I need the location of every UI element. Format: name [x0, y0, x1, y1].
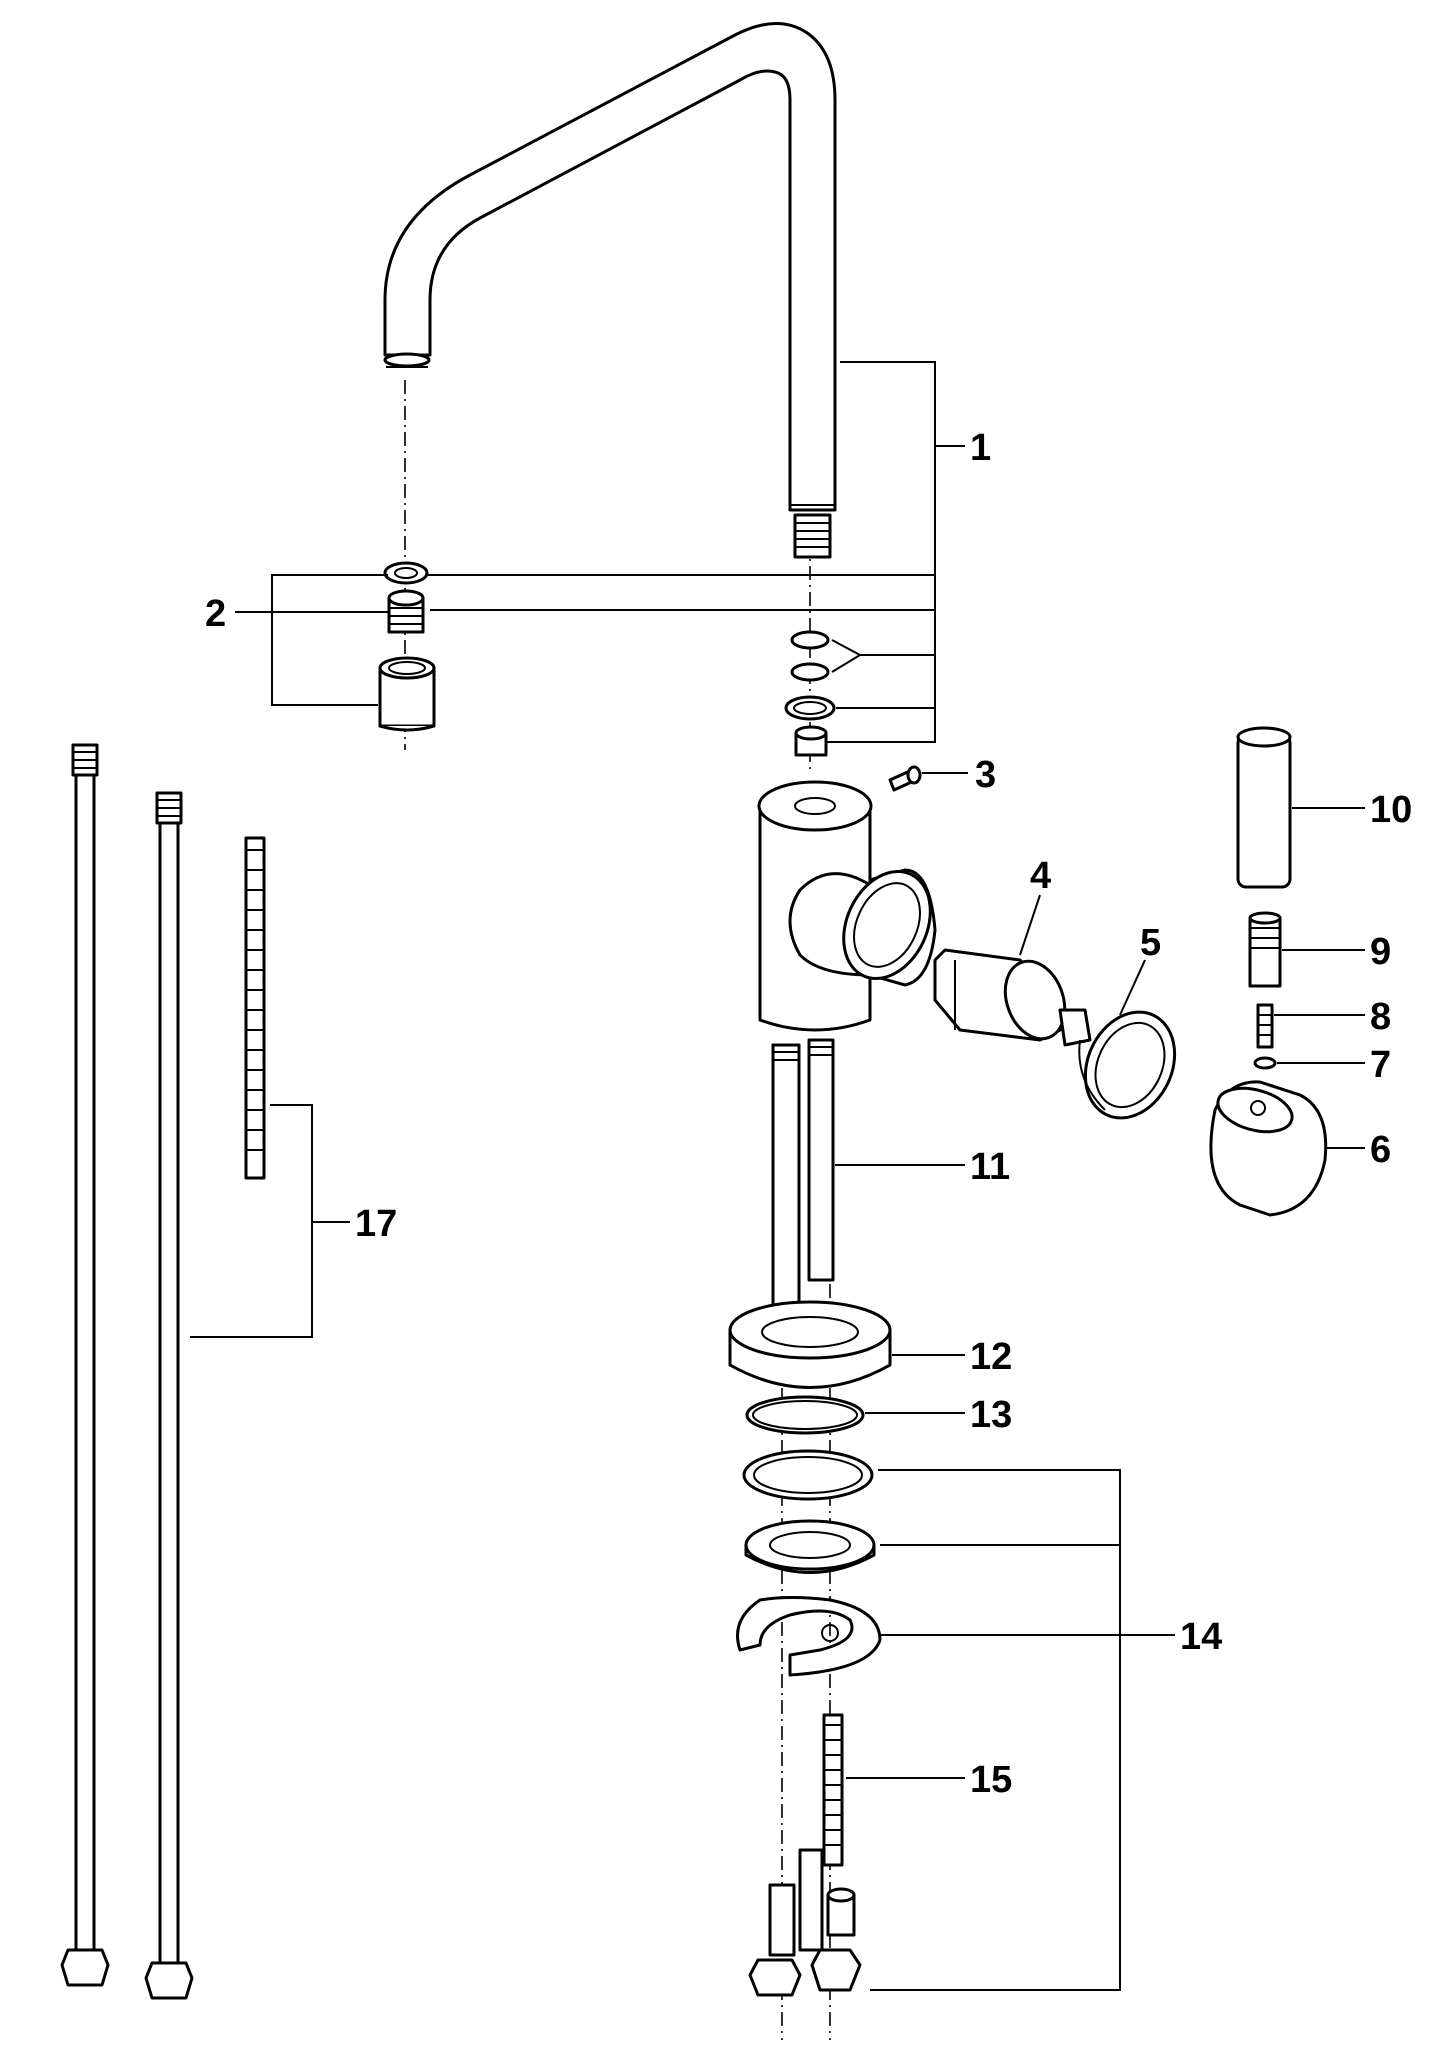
faucet-body [757, 780, 937, 1032]
handle-knob [1209, 1080, 1328, 1217]
spout-tail-thread [793, 513, 832, 559]
threaded-stud [822, 1713, 844, 1867]
left-supply-hose-1 [60, 743, 110, 1987]
base-gasket [742, 1449, 874, 1501]
base-escutcheon [728, 1300, 892, 1389]
part-label-17: 17 [355, 1203, 397, 1245]
part-label-12: 12 [970, 1336, 1012, 1378]
bonnet-nut [1078, 1010, 1177, 1120]
horseshoe-washer [736, 1596, 882, 1677]
part-label-14: 14 [1180, 1616, 1222, 1658]
small-washer [1253, 1056, 1277, 1070]
part-labels: 1 2 3 4 5 6 7 8 9 10 11 12 13 14 15 17 [205, 427, 1412, 1801]
part-label-4: 4 [1030, 855, 1051, 897]
cartridge [933, 948, 1092, 1047]
part-label-9: 9 [1370, 931, 1391, 973]
left-supply-hose-2 [144, 791, 194, 2000]
leader-lines [190, 361, 1365, 1991]
part-label-7: 7 [1370, 1044, 1391, 1086]
spring-pin [1256, 1003, 1274, 1049]
part-label-3: 3 [975, 754, 996, 796]
aerator-washer [383, 561, 429, 585]
lever-handle [1236, 726, 1292, 889]
lever-adapter [1248, 911, 1282, 988]
threaded-rod [244, 836, 266, 1180]
aerator-housing [378, 656, 436, 732]
part-label-1: 1 [970, 427, 991, 469]
support-washer [744, 1519, 876, 1574]
set-screw [888, 765, 922, 792]
supply-hoses [771, 1038, 835, 1312]
center-lines [404, 380, 831, 2040]
lower-hose-ends [748, 1848, 862, 1997]
part-label-2: 2 [205, 593, 226, 635]
part-label-11: 11 [970, 1146, 1010, 1188]
spout-o-rings [784, 630, 836, 757]
spout [383, 22, 837, 559]
part-label-8: 8 [1370, 996, 1391, 1038]
aerator-insert [387, 589, 425, 634]
part-label-5: 5 [1140, 922, 1161, 964]
part-label-6: 6 [1370, 1129, 1391, 1171]
base-o-ring [745, 1395, 865, 1435]
part-label-13: 13 [970, 1394, 1012, 1436]
part-label-15: 15 [970, 1759, 1012, 1801]
part-label-10: 10 [1370, 789, 1412, 831]
